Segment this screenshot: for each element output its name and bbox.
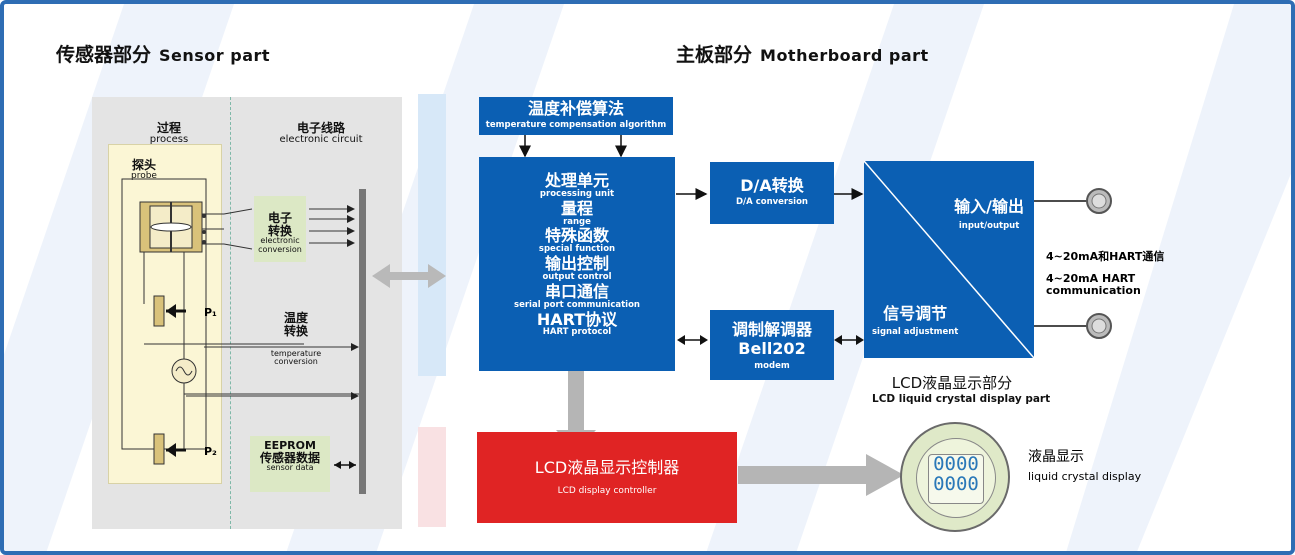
signal-label: 信号调节 signal adjustment [872,304,959,337]
link-bar-pink [418,427,446,527]
eeprom-box [250,436,330,492]
circuit-label: 电子线路 electronic circuit [279,121,363,145]
modem-box: 调制解调器 Bell202 modem [710,310,834,380]
display-label: 液晶显示 liquid crystal display [1028,449,1142,483]
lcd-controller-box: LCD液晶显示控制器 LCD display controller [477,432,737,523]
lcd-part-label: LCD液晶显示部分 LCD liquid crystal display par… [872,374,1051,405]
lcd-digits: 0000 0000 [928,454,984,504]
sensor-schematic [121,178,446,494]
io-diagonal [864,161,1034,358]
da-conversion-box: D/A转换 D/A conversion [710,162,834,224]
eeprom-label: EEPROM 传感器数据 sensor data [259,439,320,473]
p2-label: P₂ [204,445,217,458]
temperature-conversion-en: temperature conversion [270,349,322,367]
processing-unit-box: 处理单元 processing unit 量程 range 特殊函数 speci… [479,157,675,371]
link-bar-blue [418,94,446,376]
io-signal-box: 输入/输出 input/output 信号调节 signal adjustmen… [864,161,1034,358]
electronic-conversion-box [254,196,306,262]
temperature-compensation-box: 温度补偿算法 temperature compensation algorith… [479,97,673,135]
probe-label: 探头 probe [131,158,157,181]
lcd-display: 0000 0000 [900,422,1010,532]
comm-label-zh: 4~20mA和HART通信 [1046,250,1165,263]
process-label: 过程 process [149,121,189,145]
p1-label: P₁ [204,306,217,319]
comm-label-en: 4~20mA HART communication [1046,272,1141,297]
electronic-conversion-label: 电子 转换 electronic conversion [258,211,302,254]
io-label: 输入/输出 input/output [954,197,1024,231]
temperature-conversion-label: 温度 转换 [283,311,308,338]
panel-divider [230,97,231,529]
probe-area [108,144,222,484]
